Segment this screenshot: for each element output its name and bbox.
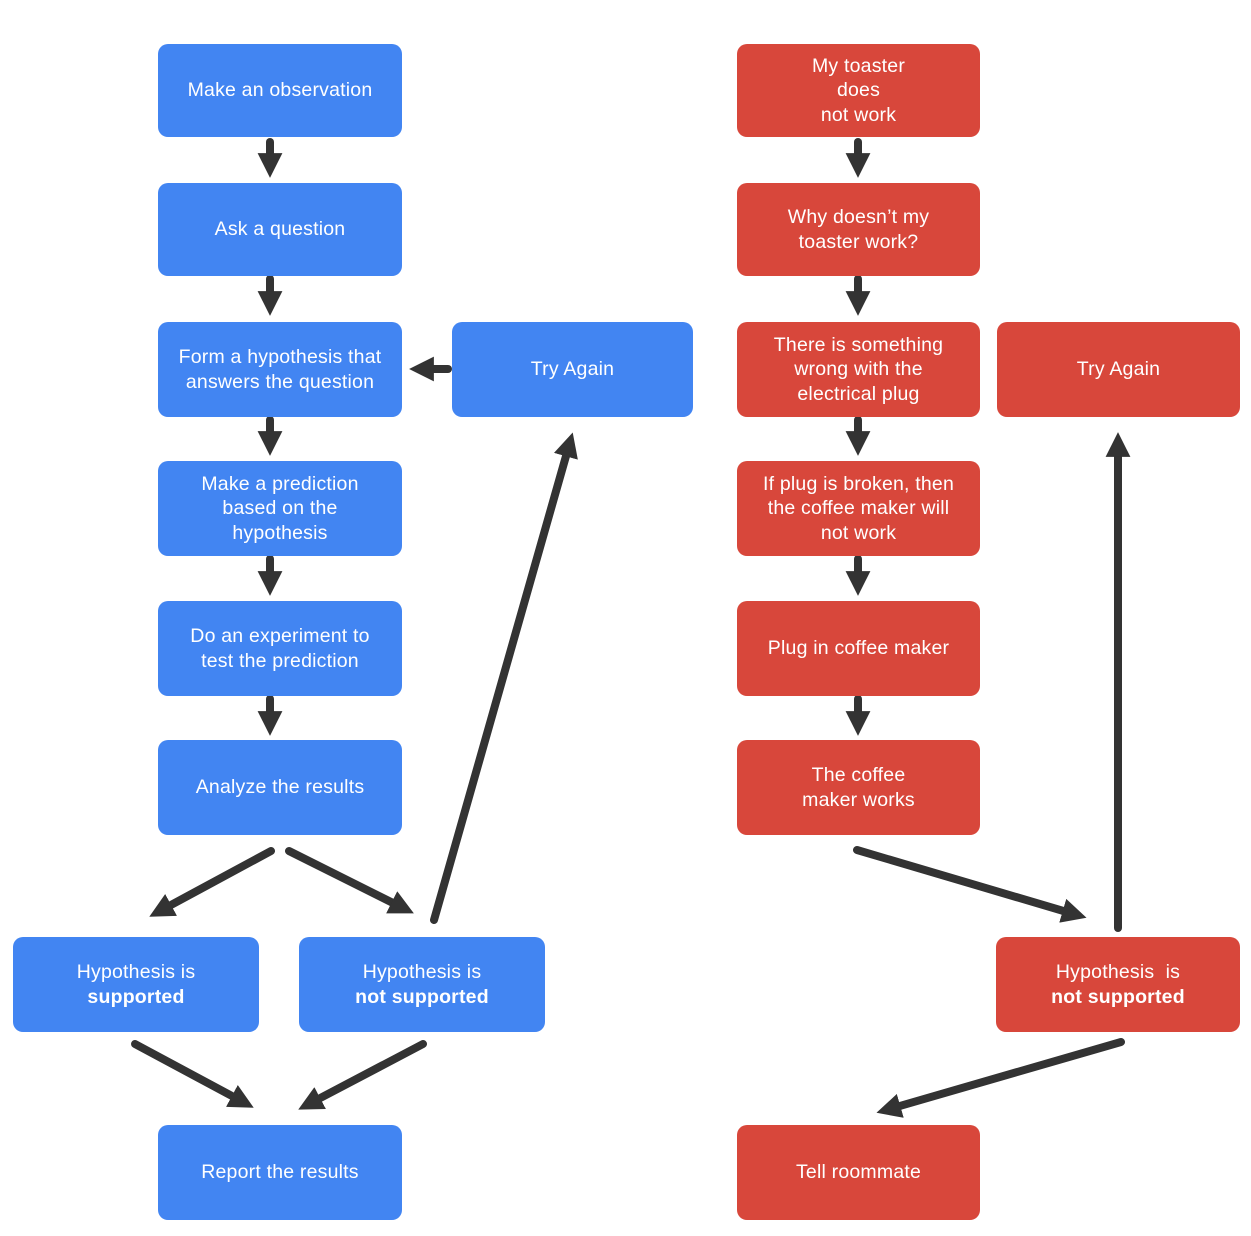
- node-label: Why doesn’t my toaster work?: [787, 206, 930, 253]
- node-label: Report the results: [201, 1161, 359, 1184]
- node-label: Make a prediction based on the hypothesi…: [201, 473, 359, 544]
- node-try-again-red: Try Again: [997, 322, 1240, 417]
- node-toaster-experiment: Plug in coffee maker: [737, 601, 980, 696]
- node-try-again-blue: Try Again: [452, 322, 693, 417]
- node-analyze-results: Analyze the results: [158, 740, 402, 835]
- node-toaster-hypothesis: There is something wrong with the electr…: [737, 322, 980, 417]
- node-label: My toaster does not work: [811, 55, 906, 126]
- arrow-not-supported-to-roommate: [876, 1038, 1125, 1118]
- arrow-analyze-to-supported: [149, 847, 275, 917]
- node-toaster-prediction: If plug is broken, then the coffee maker…: [737, 461, 980, 556]
- arrow-supported-to-report: [131, 1040, 254, 1108]
- arrow-not-supported-to-tryagain: [430, 432, 578, 924]
- node-report-results: Report the results: [158, 1125, 402, 1220]
- node-make-observation: Make an observation: [158, 44, 402, 137]
- node-ask-question: Ask a question: [158, 183, 402, 276]
- node-form-hypothesis: Form a hypothesis that answers the quest…: [158, 322, 402, 417]
- arrow-not-supported-to-report: [298, 1040, 427, 1110]
- arrow-works-to-not-supported: [853, 846, 1087, 923]
- node-toaster-question: Why doesn’t my toaster work?: [737, 183, 980, 276]
- node-label: Try Again: [530, 358, 615, 381]
- node-toaster-result: The coffee maker works: [737, 740, 980, 835]
- node-label: Analyze the results: [195, 776, 365, 799]
- arrow-analyze-to-not-supported: [285, 847, 414, 914]
- node-label: There is something wrong with the electr…: [773, 334, 944, 405]
- node-label: Make an observation: [187, 79, 373, 102]
- node-label: Ask a question: [214, 218, 346, 241]
- node-label: Form a hypothesis that answers the quest…: [178, 346, 382, 393]
- node-label: Try Again: [1076, 358, 1161, 381]
- node-make-prediction: Make a prediction based on the hypothesi…: [158, 461, 402, 556]
- node-label: Do an experiment to test the prediction: [190, 625, 370, 672]
- node-label: Tell roommate: [795, 1161, 922, 1184]
- node-label: Plug in coffee maker: [767, 637, 950, 660]
- node-label: If plug is broken, then the coffee maker…: [762, 473, 955, 544]
- node-tell-roommate: Tell roommate: [737, 1125, 980, 1220]
- node-toaster-observation: My toaster does not work: [737, 44, 980, 137]
- node-label: The coffee maker works: [802, 764, 915, 811]
- node-do-experiment: Do an experiment to test the prediction: [158, 601, 402, 696]
